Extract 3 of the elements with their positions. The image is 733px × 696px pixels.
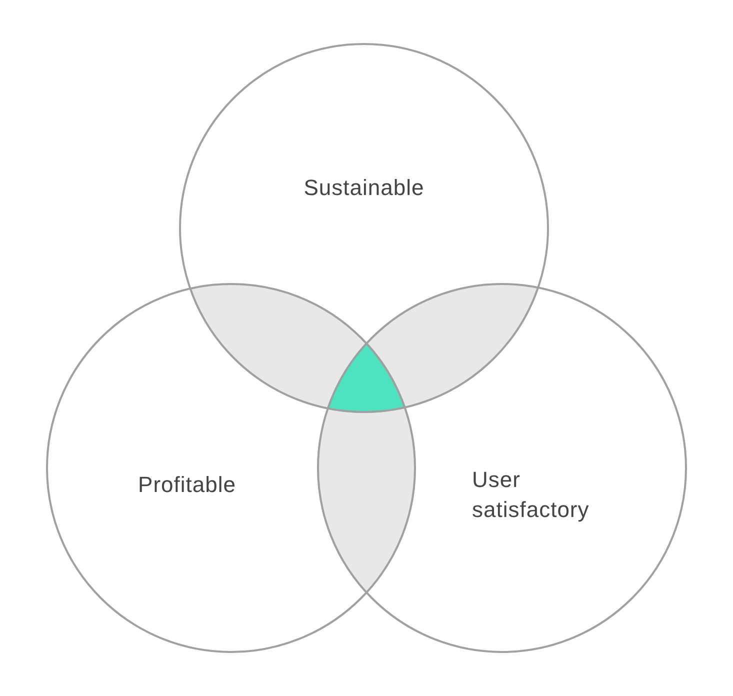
- circle-label: User satisfactory: [472, 466, 590, 524]
- circle-label: Sustainable: [302, 174, 426, 202]
- circle-label: Profitable: [137, 471, 237, 499]
